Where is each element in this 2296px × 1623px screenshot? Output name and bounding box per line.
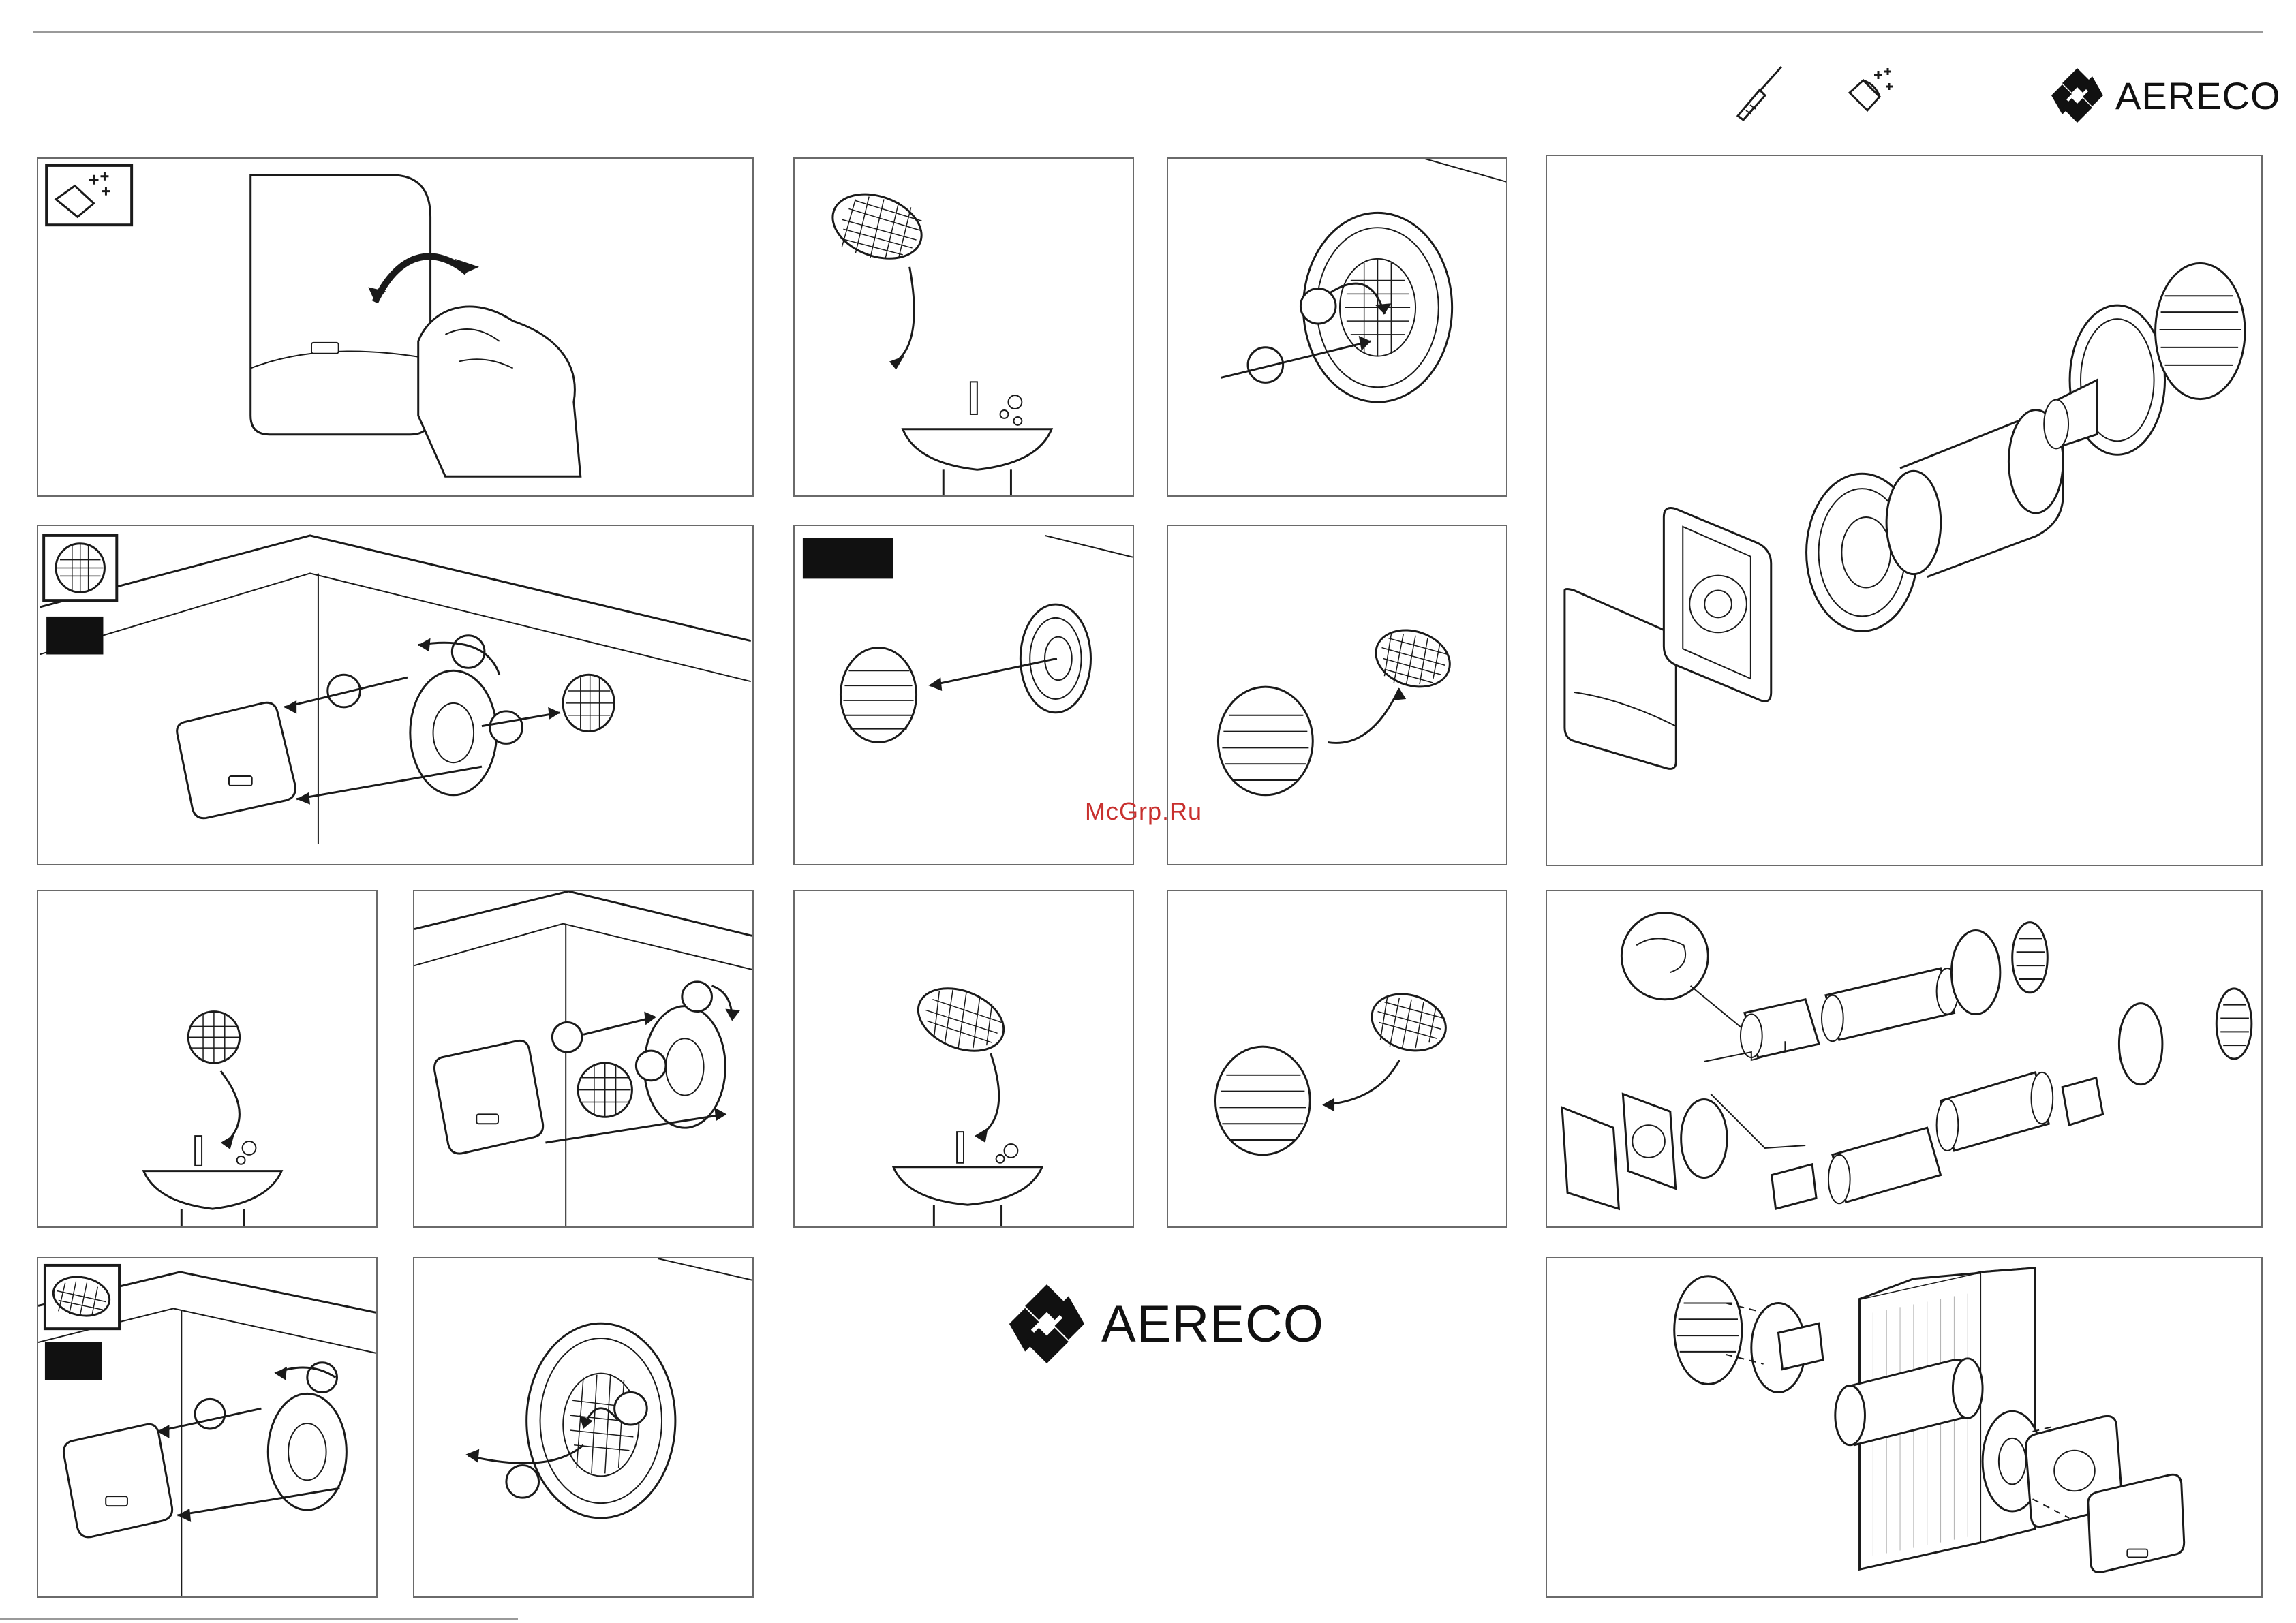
screwdriver-icon (1731, 63, 1786, 124)
step-panel-wash-round-filter-sink (37, 890, 378, 1228)
aereco-logo-icon (1007, 1282, 1086, 1365)
step-panel-dismantle-unit-oval-filter (37, 1257, 378, 1598)
aereco-logo-icon (2050, 67, 2104, 124)
step-panel-remove-oval-filter (413, 1257, 754, 1598)
bottom-rule (0, 1618, 518, 1620)
step-panel-grille-filter-back (1167, 890, 1507, 1228)
clean-cloth-icon (46, 166, 132, 225)
brand-wordmark: AERECO (1101, 1295, 1324, 1354)
diagram-exploded-view-duct-extension (1546, 890, 2263, 1228)
clean-cloth-icon (1846, 65, 1900, 120)
step-panel-wash-grille-filter-sink (793, 890, 1134, 1228)
detail-callout (1621, 913, 1708, 1000)
step-panel-reassemble-unit (413, 890, 754, 1228)
brand-logo-header: AERECO (2050, 67, 2281, 124)
step-panel-wipe-casing (37, 157, 754, 497)
brand-logo-center: AERECO (1007, 1282, 1324, 1365)
brand-wordmark: AERECO (2115, 74, 2281, 118)
watermark-text: McGrp.Ru (1085, 797, 1202, 826)
diagram-exploded-view-straight (1546, 155, 2263, 866)
step-panel-grille-filter (1167, 525, 1507, 865)
diagram-exploded-view-through-wall (1546, 1257, 2263, 1598)
step-panel-dismantle-unit-with-filter (37, 525, 754, 865)
step-panel-refit-filter (1167, 157, 1507, 497)
top-rule (33, 31, 2263, 33)
step-panel-remove-outer-grille (793, 525, 1134, 865)
step-panel-wash-filter-sink (793, 157, 1134, 497)
